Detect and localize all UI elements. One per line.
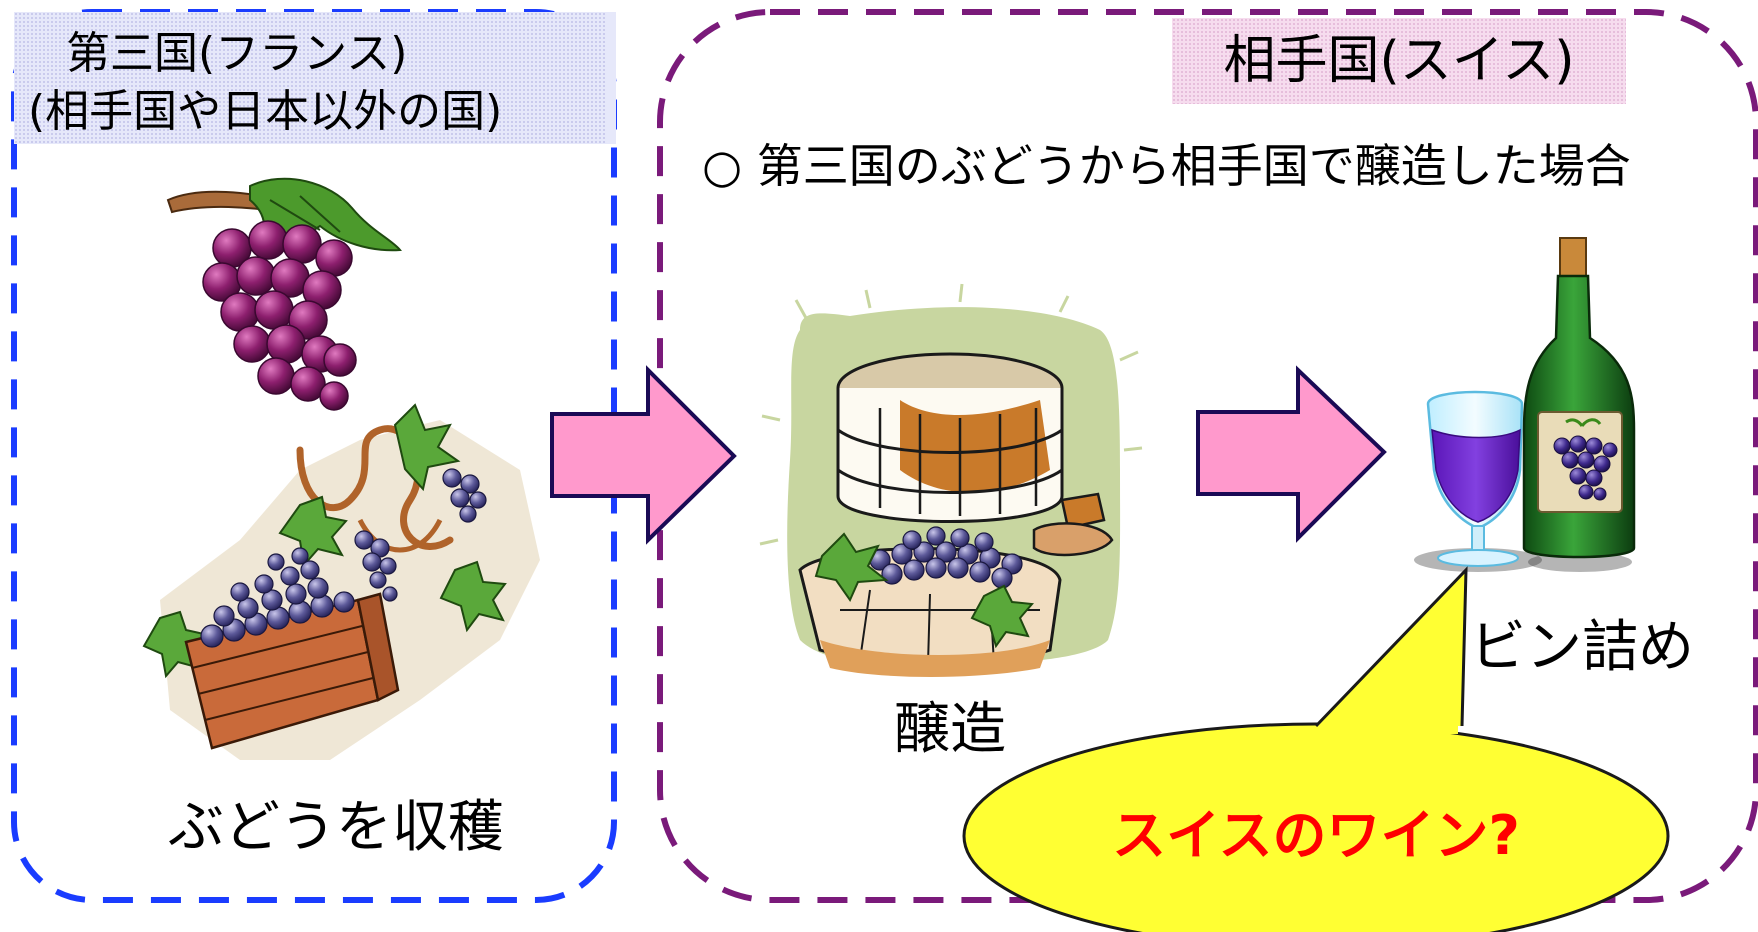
- third-country-title: 第三国(フランス): [66, 28, 408, 79]
- wine-glass-icon: [1414, 390, 1542, 572]
- bottling-caption: ビン詰め: [1470, 615, 1694, 680]
- grape-vine-crate-icon: [142, 403, 540, 760]
- grape-bunch-icon: [166, 177, 402, 411]
- scenario-description: ○ 第三国のぶどうから相手国で醸造した場合: [702, 139, 1631, 193]
- speech-bubble: [962, 566, 1670, 932]
- flow-arrow-1: [550, 365, 737, 545]
- partner-country-title: 相手国(スイス): [1172, 18, 1626, 104]
- wine-bottle-icon: [1522, 237, 1636, 572]
- third-country-subtitle: (相手国や日本以外の国): [28, 86, 503, 137]
- left-title-box: 第三国(フランス) (相手国や日本以外の国): [14, 12, 606, 144]
- third-country-region: [11, 9, 617, 903]
- harvest-caption: ぶどうを収穫: [168, 795, 504, 860]
- speech-bubble-text: スイスのワイン?: [1112, 804, 1520, 867]
- flow-arrow-2: [1196, 365, 1387, 543]
- brewing-caption: 醸造: [894, 697, 1006, 762]
- wine-barrel-icon: [759, 283, 1143, 677]
